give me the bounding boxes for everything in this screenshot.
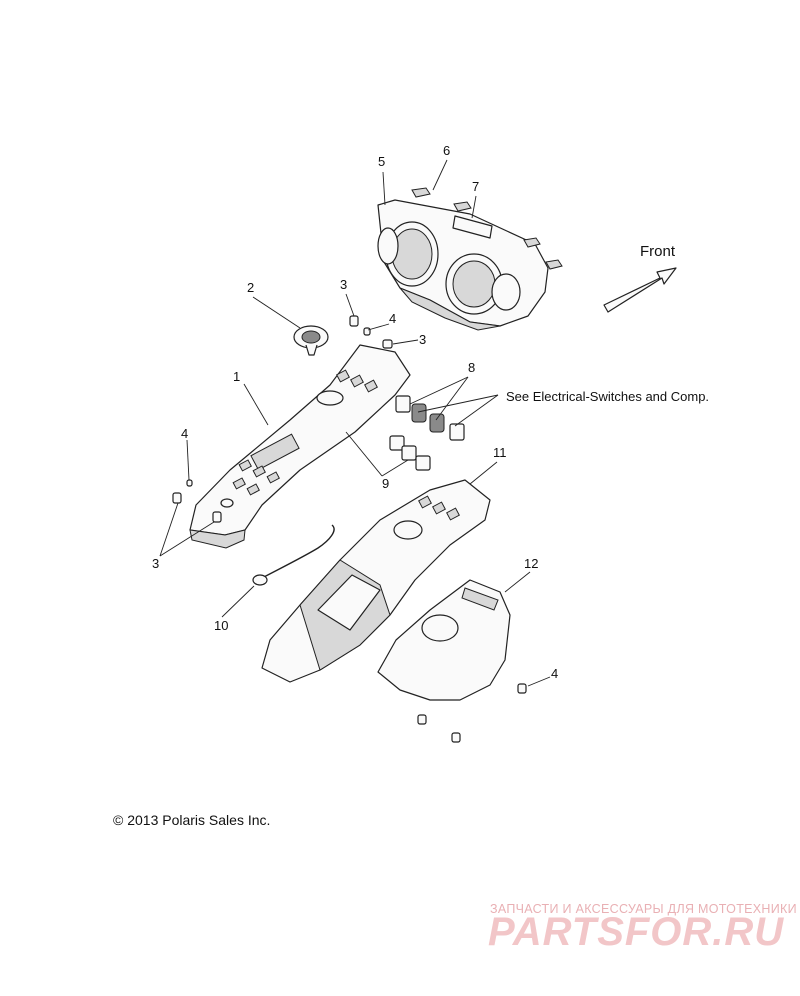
watermark-tagline: ЗАПЧАСТИ И АКСЕССУАРЫ ДЛЯ МОТОТЕХНИКИ bbox=[490, 902, 797, 916]
callout-5: 5 bbox=[378, 154, 385, 169]
fasteners-top bbox=[349, 315, 393, 349]
console-switch-slots bbox=[232, 369, 378, 496]
callout-6: 6 bbox=[443, 143, 450, 158]
callout-3: 3 bbox=[340, 277, 347, 292]
callout-7: 7 bbox=[472, 179, 479, 194]
upper-console bbox=[189, 344, 411, 549]
instrument-pod bbox=[377, 199, 549, 331]
callout-8: 8 bbox=[468, 360, 475, 375]
callout-11: 11 bbox=[493, 445, 507, 460]
fasteners-bottom bbox=[417, 683, 527, 743]
callout-4: 4 bbox=[551, 666, 558, 681]
front-arrow bbox=[603, 267, 677, 313]
callout-4: 4 bbox=[181, 426, 188, 441]
cable bbox=[261, 524, 335, 579]
callout-labels: 5 6 7 2 3 4 3 1 8 4 9 11 3 12 10 4 bbox=[152, 143, 558, 681]
fasteners-left bbox=[172, 479, 222, 523]
callout-1: 1 bbox=[233, 369, 240, 384]
switches bbox=[389, 395, 465, 471]
pod-label bbox=[452, 215, 493, 239]
callout-3: 3 bbox=[152, 556, 159, 571]
watermark-logo: PARTSFOR.RU bbox=[488, 910, 785, 954]
lower-console bbox=[261, 479, 491, 683]
callout-12: 12 bbox=[524, 556, 538, 571]
callout-9: 9 bbox=[382, 476, 389, 491]
side-cover bbox=[377, 579, 511, 701]
callout-3: 3 bbox=[419, 332, 426, 347]
cap-part bbox=[293, 325, 329, 356]
pod-clips bbox=[411, 187, 563, 270]
callout-4: 4 bbox=[389, 311, 396, 326]
reference-note: See Electrical-Switches and Comp. bbox=[506, 389, 709, 404]
leader-lines bbox=[159, 159, 551, 687]
copyright-notice: © 2013 Polaris Sales Inc. bbox=[113, 812, 271, 828]
front-label: Front bbox=[640, 243, 676, 260]
callout-10: 10 bbox=[214, 618, 228, 633]
callout-2: 2 bbox=[247, 280, 254, 295]
